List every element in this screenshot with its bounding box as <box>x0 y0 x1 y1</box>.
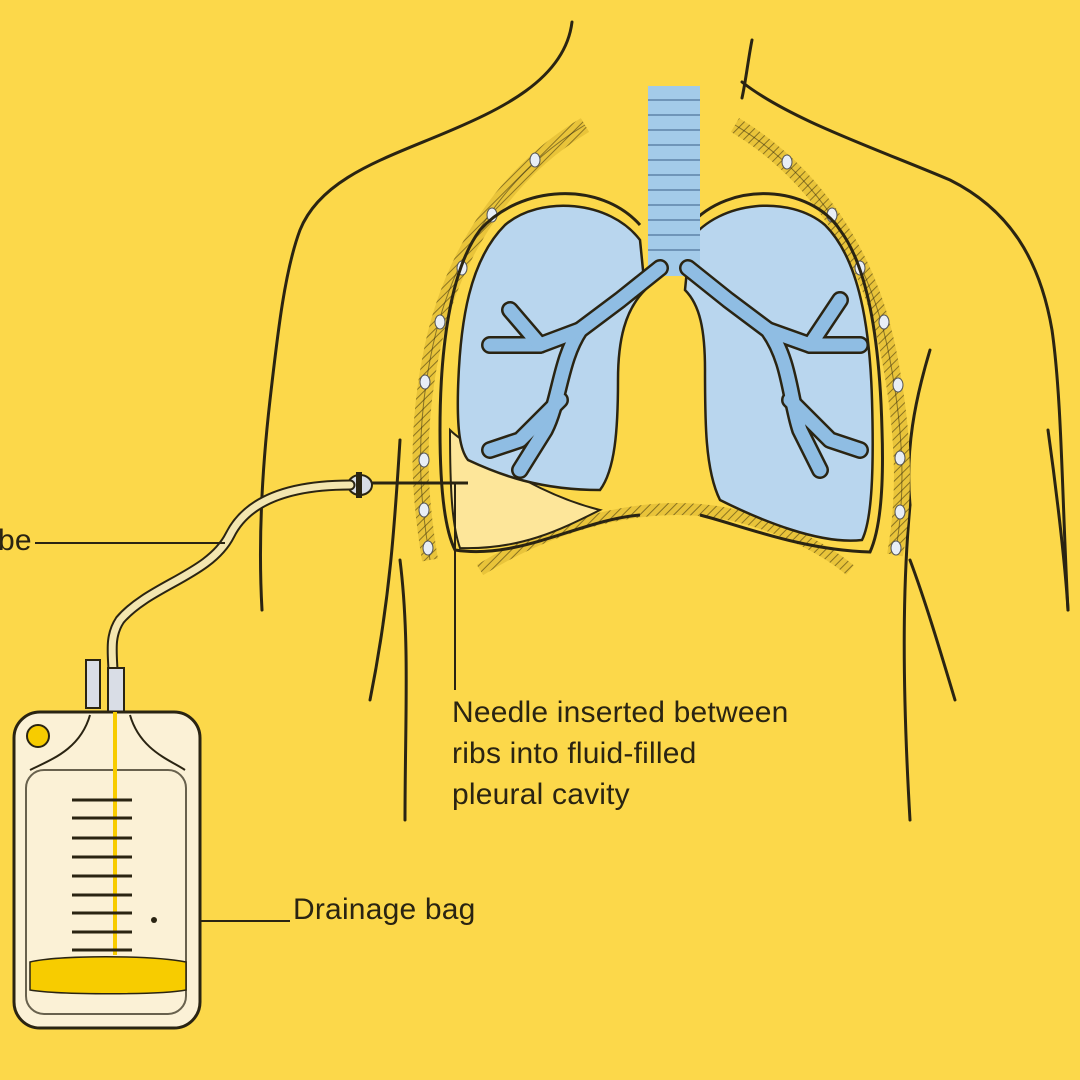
bronchi <box>481 259 869 479</box>
needle-label-line-2: ribs into fluid-filled <box>452 737 697 770</box>
needle-label-line-1: Needle inserted between <box>452 696 789 729</box>
drainage-tube <box>106 479 356 676</box>
torso-outline <box>258 20 1070 822</box>
drainage-bag <box>12 659 202 1030</box>
needle-label: Needle inserted between ribs into fluid-… <box>452 692 789 815</box>
trachea <box>648 86 700 276</box>
drainage-bag-label: Drainage bag <box>293 893 476 926</box>
tube-label: be <box>0 524 32 557</box>
pleura <box>438 192 884 554</box>
needle-label-line-3: pleural cavity <box>452 778 630 811</box>
needle <box>347 472 468 690</box>
